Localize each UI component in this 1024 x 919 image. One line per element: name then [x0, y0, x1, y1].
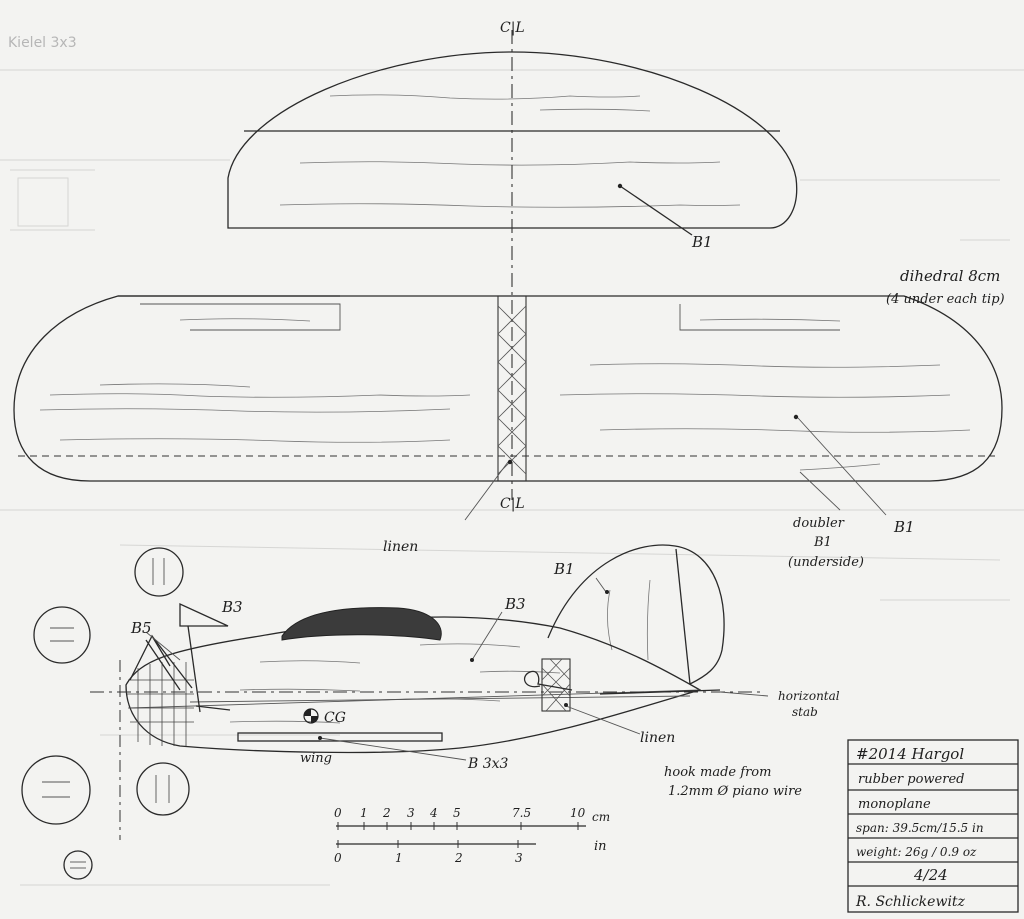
scale-in-unit: in [594, 839, 607, 854]
scale-cm-tick-0: 0 [334, 806, 342, 820]
linen-wing-label: linen [383, 539, 418, 555]
title-block-weight: weight: 26g / 0.9 oz [856, 845, 977, 859]
scale-in-tick-0: 0 [334, 851, 342, 865]
horizontal-stab-label-line1: horizontal [778, 689, 840, 703]
stab-material-label: B1 [691, 233, 713, 251]
scale-cm-tick-4: 4 [429, 806, 438, 820]
linen-hinge-strip [497, 295, 527, 482]
cg-label: CG [324, 710, 346, 726]
scale-in-tick-1: 1 [395, 851, 403, 865]
doubler-label-line2: B1 [813, 535, 832, 550]
scale-cm-tick-5: 5 [453, 806, 461, 820]
fuselage-cross-sections [21, 547, 190, 880]
scale-cm-tick-3: 3 [407, 806, 415, 820]
side-view [90, 544, 769, 840]
prop-material-label: B3 [221, 598, 243, 616]
hook-label-line2: 1.2mm Ø piano wire [668, 784, 802, 799]
hook-label-line1: hook made from [664, 765, 771, 780]
wing-material-label: B1 [893, 518, 915, 536]
scale-in-tick-2: 2 [454, 851, 463, 865]
title-block-author: R. Schlickewitz [855, 894, 966, 910]
title-block [847, 739, 1019, 913]
title-block-desc-line1: rubber powered [858, 772, 964, 787]
doubler-label-line1: doubler [793, 516, 845, 531]
scale-in-tick-3: 3 [515, 851, 523, 865]
nose-material-label: B5 [130, 619, 152, 637]
centerline-top-label: C|L [500, 20, 525, 36]
title-block-date: 4/24 [913, 866, 948, 884]
scale-cm-tick-7-5: 7.5 [512, 806, 531, 820]
doubler-label-line3: (underside) [788, 555, 864, 570]
scale-cm-unit: cm [592, 810, 610, 824]
scale-cm-tick-1: 1 [360, 806, 368, 820]
centerline-wing-label: C|L [500, 496, 525, 512]
dihedral-label-line1: dihedral 8cm [900, 267, 1000, 285]
wing-position-label: wing [300, 751, 332, 766]
wing-plan [13, 295, 1003, 521]
ghost-text: Kielel 3x3 [8, 35, 77, 51]
scale-cm-tick-2: 2 [382, 806, 391, 820]
fuselage-material-label: B3 [504, 595, 526, 613]
title-block-desc-line2: monoplane [858, 797, 931, 812]
scale-bar [336, 822, 586, 848]
dihedral-label-line2: (4 under each tip) [886, 292, 1005, 307]
scale-cm-tick-10: 10 [570, 806, 586, 820]
horizontal-stab-label-line2: stab [792, 705, 818, 719]
keel-material-label: B 3x3 [467, 756, 509, 772]
title-block-title: #2014 Hargol [856, 745, 964, 763]
linen-fuselage-label: linen [640, 730, 675, 746]
rudder-material-label: B1 [553, 560, 575, 578]
title-block-span: span: 39.5cm/15.5 in [856, 821, 984, 835]
